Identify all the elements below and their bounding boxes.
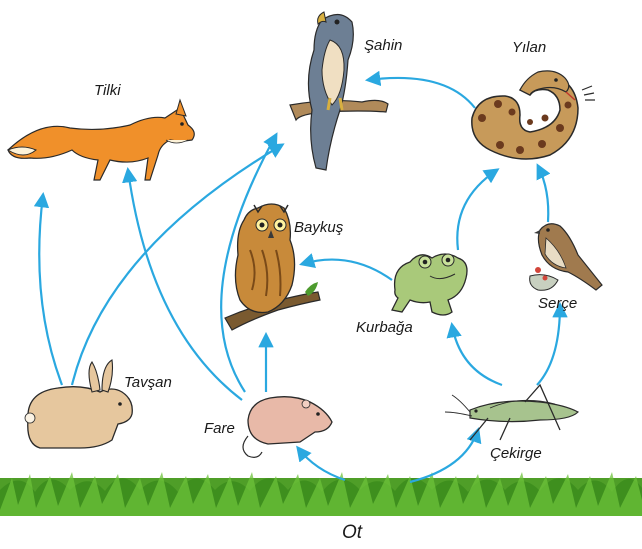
arrow-ot-to-fare (298, 448, 345, 480)
arrow-kurbaga-to-baykus (302, 260, 392, 280)
label-tavsan: Tavşan (124, 374, 172, 391)
label-ot: Ot (342, 522, 363, 543)
grasshopper-icon (445, 385, 578, 440)
frog-icon (392, 254, 467, 315)
fox-icon (8, 100, 194, 180)
arrow-serce-to-yilan (538, 166, 548, 222)
rabbit-icon (25, 360, 132, 448)
arrow-cekirge-to-kurbaga (452, 325, 502, 385)
label-serce: Serçe (538, 295, 577, 312)
arrow-fare-to-tilki (128, 170, 242, 400)
arrow-cekirge-to-serce (537, 305, 560, 385)
label-fare: Fare (204, 420, 235, 437)
mouse-icon (243, 397, 332, 458)
label-yilan: Yılan (512, 39, 546, 56)
hawk-icon (290, 12, 388, 170)
arrow-kurbaga-to-yilan (457, 170, 497, 250)
label-cekirge: Çekirge (490, 445, 542, 462)
grass-icon (0, 472, 642, 516)
label-baykus: Baykuş (294, 219, 344, 236)
snake-icon (472, 71, 595, 159)
label-sahin: Şahin (364, 37, 402, 54)
label-tilki: Tilki (94, 82, 121, 99)
arrow-tavsan-to-tilki (39, 195, 62, 385)
arrow-ot-to-cekirge (410, 430, 478, 482)
label-kurbaga: Kurbağa (356, 319, 413, 336)
sparrow-icon (530, 224, 602, 291)
